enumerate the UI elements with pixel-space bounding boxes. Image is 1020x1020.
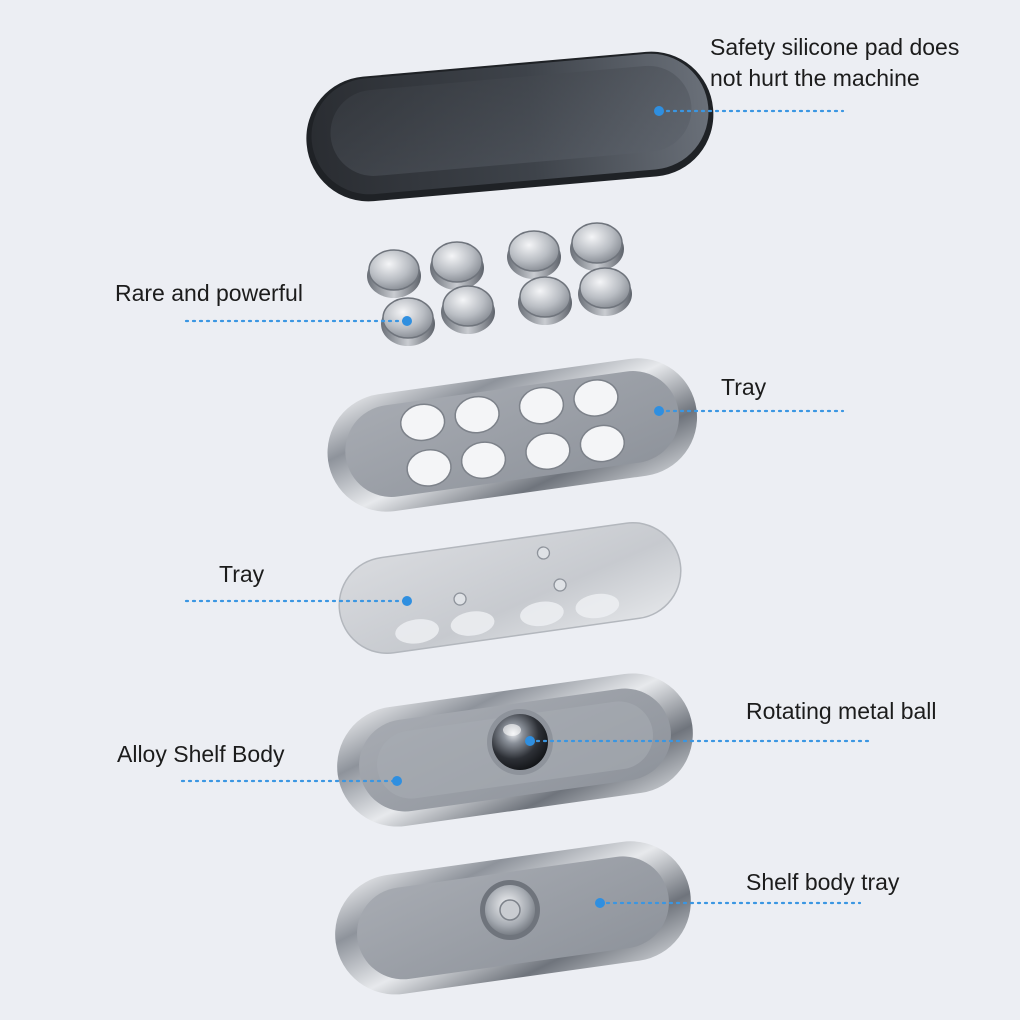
callout-dot-metal-ball [525, 736, 535, 746]
callout-label-silicone-pad-line2: not hurt the machine [710, 63, 959, 94]
callout-dot-silicone-pad [654, 106, 664, 116]
callout-label-magnets: Rare and powerful [115, 278, 303, 309]
metal-ball [487, 709, 553, 775]
upper-tray [320, 351, 705, 520]
callout-label-silicone-pad: Safety silicone pad does not hurt the ma… [710, 32, 959, 94]
callout-dot-magnets [402, 316, 412, 326]
lower-tray-plate [333, 517, 687, 660]
silicone-pad [301, 46, 718, 206]
callout-label-body-tray: Shelf body tray [746, 867, 899, 898]
callout-dot-body-tray [595, 898, 605, 908]
callout-dot-alloy-body [392, 776, 402, 786]
callout-label-tray-lower: Tray [219, 559, 264, 590]
rotation-knob [480, 880, 540, 940]
callout-dot-tray-upper [654, 406, 664, 416]
callout-label-tray-upper: Tray [721, 372, 766, 403]
callout-label-silicone-pad-line1: Safety silicone pad does [710, 32, 959, 63]
callout-label-metal-ball: Rotating metal ball [746, 696, 937, 727]
callout-dot-tray-lower [402, 596, 412, 606]
magnet-group [367, 223, 632, 346]
callout-label-alloy-body: Alloy Shelf Body [117, 739, 284, 770]
